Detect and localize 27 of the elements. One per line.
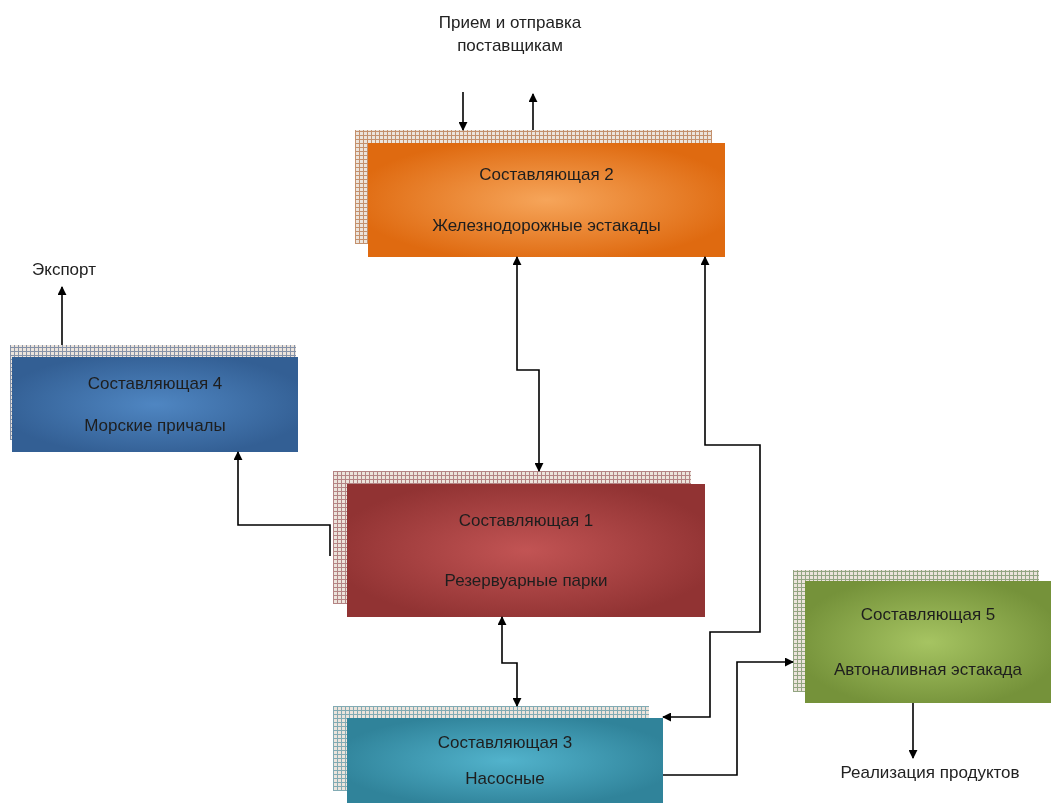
flow-label: Экспорт bbox=[22, 259, 106, 283]
process-box bbox=[333, 471, 705, 617]
box-text: Резервуарные парки bbox=[444, 570, 608, 592]
process-box bbox=[355, 130, 725, 257]
box-text: Морские причалы bbox=[84, 414, 226, 436]
box-heading: Составляющая 5 bbox=[860, 603, 996, 626]
box-text: Автоналивная эстакада bbox=[834, 658, 1022, 681]
box-heading: Составляющая 2 bbox=[479, 163, 614, 186]
process-box bbox=[333, 706, 663, 803]
box-heading: Составляющая 3 bbox=[437, 731, 573, 753]
arrow bbox=[512, 256, 544, 472]
box-heading: Составляющая 1 bbox=[458, 509, 594, 531]
box-heading: Составляющая 4 bbox=[87, 373, 223, 395]
flow-label: Прием и отправка поставщикам bbox=[410, 12, 610, 64]
box-text: Насосные bbox=[465, 768, 545, 790]
box-text: Железнодорожные эстакады bbox=[432, 214, 661, 237]
arrow bbox=[233, 451, 331, 557]
flow-label: Реализация продуктов bbox=[812, 762, 1048, 788]
arrow bbox=[908, 702, 918, 759]
arrow bbox=[528, 93, 538, 131]
process-box bbox=[793, 570, 1051, 703]
process-box bbox=[10, 345, 298, 452]
arrow bbox=[662, 657, 794, 776]
arrow bbox=[57, 286, 67, 346]
arrow bbox=[458, 91, 468, 131]
arrow bbox=[497, 616, 522, 707]
arrow bbox=[662, 256, 761, 722]
